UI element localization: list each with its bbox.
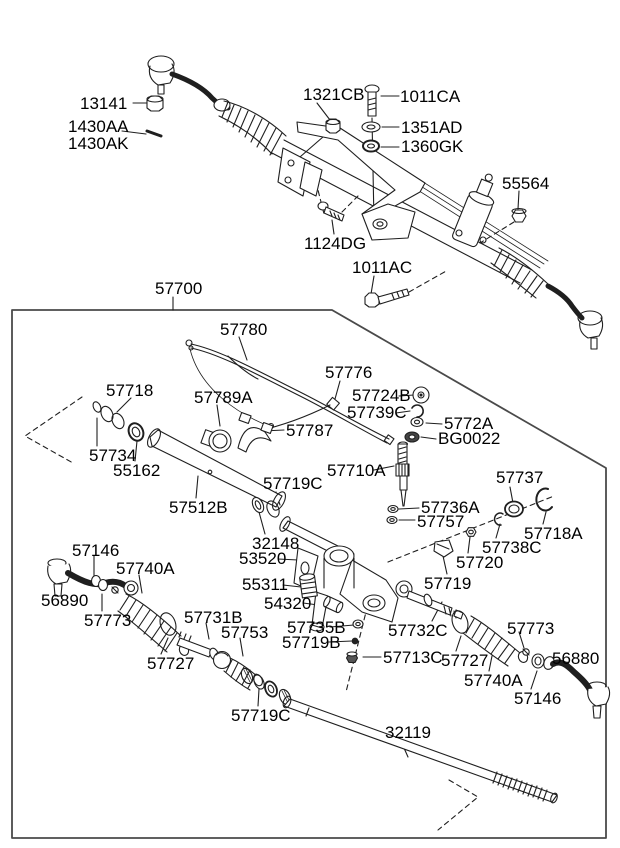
tie-rod-end-left-lower-drawing	[47, 558, 139, 597]
part-label-57718: 57718	[106, 381, 154, 400]
part-label-57736A: 57736A	[421, 498, 480, 517]
part-label-1011CA: 1011CA	[400, 87, 461, 106]
part-label-57732C: 57732C	[388, 621, 448, 640]
part-label-1430AA: 1430AA	[68, 117, 129, 136]
part-label-56880: 56880	[552, 649, 600, 668]
part-label-57787: 57787	[286, 421, 334, 440]
seal-ring-cluster-drawing	[92, 401, 145, 442]
part-label-57739C: 57739C	[347, 403, 407, 422]
clamp-57146-right-drawing	[531, 653, 545, 669]
bellows-57740A-right-drawing	[462, 615, 529, 667]
part-label-57737: 57737	[496, 468, 544, 487]
part-label-BG0022: BG0022	[438, 429, 501, 448]
rack-tube-drawing	[147, 422, 286, 511]
boot-57753-drawing	[223, 657, 263, 691]
part-label-57724B: 57724B	[352, 386, 411, 405]
part-label-57713C: 57713C	[383, 648, 443, 667]
part-label-57773-right: 57773	[507, 619, 555, 638]
part-label-57719C-bottom: 57719C	[231, 706, 291, 725]
part-label-57727-left: 57727	[147, 654, 195, 673]
bolt-57773-left-drawing	[111, 586, 119, 594]
part-label-5772A: 5772A	[444, 414, 494, 433]
gear-housing-drawing	[279, 516, 399, 632]
support-yoke-parts-drawing	[433, 487, 553, 558]
ring-cluster-bottom-drawing	[240, 667, 292, 706]
part-label-57710A: 57710A	[327, 461, 386, 480]
exploded-view-drawing	[47, 339, 611, 804]
part-label-1430AK: 1430AK	[68, 134, 129, 153]
part-label-55311: 55311	[242, 575, 289, 594]
part-label-57734: 57734	[89, 446, 137, 465]
part-label-57700: 57700	[155, 279, 203, 298]
part-label-57727-right: 57727	[441, 651, 489, 670]
rack-housing-drawing	[271, 121, 549, 284]
part-label-57738C: 57738C	[482, 538, 542, 557]
part-label-57146-left: 57146	[72, 541, 120, 560]
main-box-outline	[11, 309, 607, 839]
part-label-1124DG: 1124DG	[304, 234, 367, 253]
part-label-57512B: 57512B	[169, 498, 228, 517]
bushing-damper-drawing	[299, 573, 344, 614]
part-label-57735B: 57735B	[287, 618, 346, 637]
tie-rod-end-left-drawing	[147, 55, 231, 112]
part-label-53520: 53520	[239, 549, 287, 568]
part-label-57146-right: 57146	[514, 689, 562, 708]
pipe-assembly-drawing	[185, 339, 395, 446]
part-label-57719B: 57719B	[282, 633, 341, 652]
pinion-hardware-drawing	[404, 386, 430, 443]
housing-rings-drawing	[251, 496, 280, 518]
bolt-57773-right-drawing	[522, 648, 530, 656]
rack-bar-drawing	[282, 695, 558, 804]
part-label-57789A: 57789A	[194, 388, 253, 407]
tie-rod-end-right-drawing	[545, 283, 604, 350]
part-label-32119: 32119	[385, 723, 432, 742]
tie-rod-end-right-lower-drawing	[543, 656, 611, 719]
part-label-1351AD: 1351AD	[401, 118, 463, 137]
clamp-57146-left-drawing	[90, 574, 109, 592]
part-label-32148: 32148	[252, 534, 300, 553]
part-label-55162: 55162	[113, 461, 161, 480]
part-label-57731B: 57731B	[184, 608, 243, 627]
part-label-57718A: 57718A	[524, 524, 583, 543]
nut-13141-drawing	[146, 95, 164, 112]
part-label-1360GK: 1360GK	[401, 137, 464, 156]
bellows-right-drawing	[490, 247, 549, 299]
part-label-57740A-right: 57740A	[464, 671, 523, 690]
clamp-ring-57727-left-drawing	[159, 612, 177, 636]
part-label-1321CB: 1321CB	[303, 85, 365, 104]
part-label-54320: 54320	[264, 594, 312, 613]
pin-1430-drawing	[145, 129, 163, 138]
small-hardware-drawing	[345, 619, 364, 664]
bellows-left-drawing	[218, 100, 287, 156]
part-label-57780: 57780	[220, 320, 268, 339]
part-label-57740A-left: 57740A	[116, 559, 175, 578]
valve-body-drawing	[452, 173, 495, 248]
pinion-shaft-drawing	[395, 441, 410, 507]
part-label-57719C-top: 57719C	[263, 474, 323, 493]
part-label-13141: 13141	[80, 94, 128, 113]
mounting-hardware-drawing	[317, 84, 527, 308]
part-label-57776: 57776	[325, 363, 373, 382]
part-label-57719: 57719	[424, 574, 472, 593]
part-label-55564: 55564	[502, 174, 550, 193]
part-label-56890: 56890	[41, 591, 89, 610]
mount-clamp-drawing	[200, 411, 274, 453]
part-label-57753: 57753	[221, 623, 269, 642]
gear-assembly-drawing	[145, 55, 604, 350]
part-label-57773-left: 57773	[84, 611, 132, 630]
inner-tie-rod-right-drawing	[395, 580, 464, 620]
part-label-1011AC: 1011AC	[352, 258, 413, 277]
part-label-57757: 57757	[417, 512, 465, 531]
part-label-57720: 57720	[456, 553, 504, 572]
inner-tie-rod-left-drawing	[176, 631, 232, 670]
pinion-seals-drawing	[386, 504, 399, 525]
